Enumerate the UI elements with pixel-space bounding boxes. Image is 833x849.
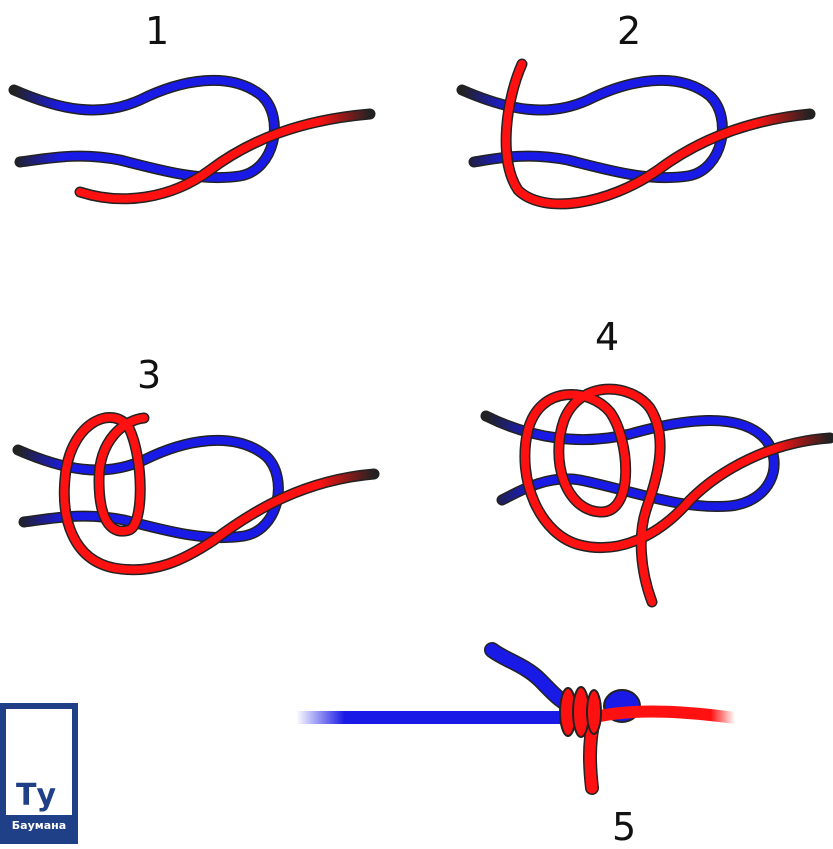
blue-rope [8,74,280,184]
red-rope [519,383,833,608]
step-5-illustration [296,642,741,795]
university-logo: Ту Баумана [0,703,78,844]
step-5-number: 5 [612,805,637,849]
red-rope [559,686,741,795]
red-rope [500,58,816,210]
red-rope [74,108,376,205]
step-4-number: 4 [595,315,620,359]
step-3-illustration [12,412,380,576]
step-2-number: 2 [617,9,642,53]
blue-rope [480,410,780,513]
step-1-number: 1 [145,9,170,53]
step-3-number: 3 [137,353,162,397]
red-rope [58,412,380,576]
logo-monogram: Ту [16,778,57,813]
step-4-illustration [480,383,833,608]
step-1-illustration [8,74,376,205]
logo-panel [6,709,72,815]
step-2-illustration [456,58,816,210]
logo-caption: Баумана [11,819,67,832]
